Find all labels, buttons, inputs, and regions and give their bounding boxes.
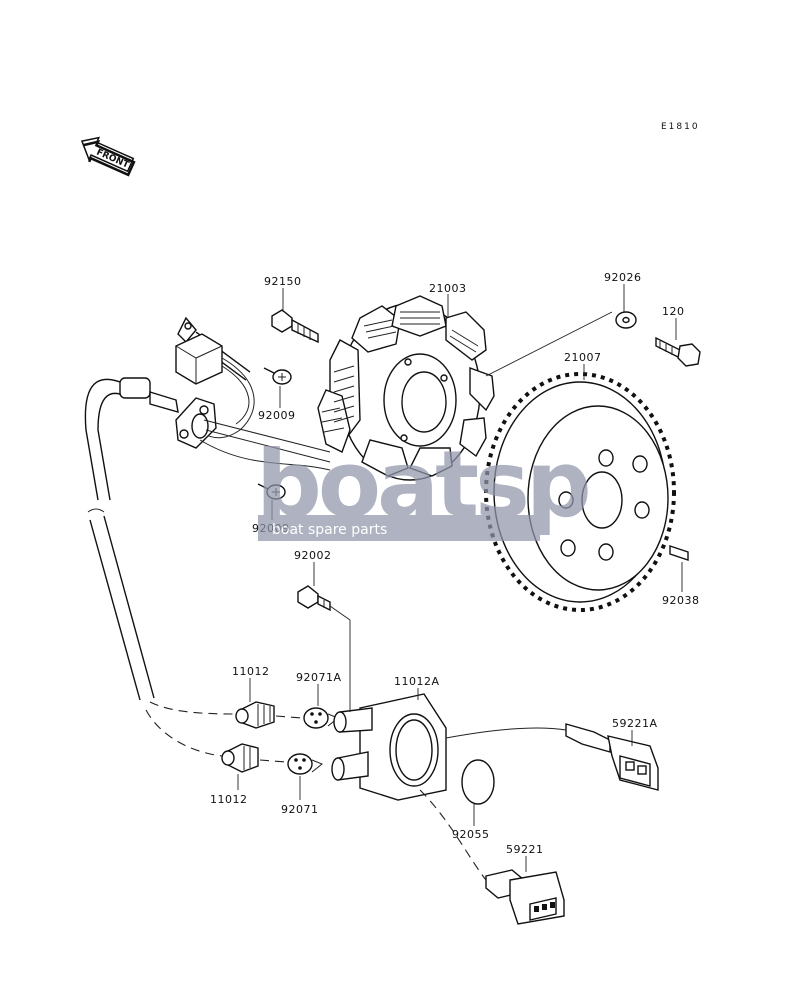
label-92038: 92038 — [662, 594, 700, 607]
label-11012-lower: 11012 — [210, 793, 248, 806]
label-11012A: 11012A — [394, 675, 440, 688]
label-59221A: 59221A — [612, 717, 658, 730]
connector-59221A — [565, 723, 659, 791]
holder-11012A — [331, 693, 447, 801]
flywheel-21007 — [484, 372, 676, 612]
leader-lines — [237, 284, 683, 872]
cap-11012-upper — [235, 701, 275, 729]
label-59221: 59221 — [506, 843, 544, 856]
screw-92009-lower — [257, 483, 286, 500]
harness-path-upper — [149, 701, 237, 715]
label-21003: 21003 — [429, 282, 467, 295]
connector-59221 — [485, 869, 565, 925]
plug-92071 — [287, 753, 323, 775]
pickup-coil — [175, 316, 255, 439]
washer-92026 — [615, 311, 637, 329]
screw-92009-upper — [263, 367, 292, 385]
bolt-92150 — [271, 309, 319, 344]
label-92055: 92055 — [452, 828, 490, 841]
label-120: 120 — [662, 305, 685, 318]
label-92150: 92150 — [264, 275, 302, 288]
watermark-tagline: boat spare parts — [272, 522, 387, 538]
label-92071A: 92071A — [296, 671, 342, 684]
watermark: boatsp boat spare parts — [256, 431, 592, 541]
stator-21003 — [317, 295, 495, 481]
harness-path-lower — [145, 709, 223, 757]
harness-path-cap-plug-upper — [275, 715, 303, 719]
label-11012-upper: 11012 — [232, 665, 270, 678]
key-92038 — [669, 545, 689, 561]
label-21007: 21007 — [564, 351, 602, 364]
harness-path-cap-plug-lower — [259, 759, 287, 763]
label-92009-upper: 92009 — [258, 409, 296, 422]
label-92026: 92026 — [604, 271, 642, 284]
harness-path-59221 — [419, 789, 487, 881]
diagram-code: E1810 — [661, 122, 700, 132]
plug-92071A — [303, 707, 339, 729]
cap-11012-lower — [221, 743, 259, 773]
label-92071: 92071 — [281, 803, 319, 816]
label-92002: 92002 — [294, 549, 332, 562]
front-arrow-icon: FRONT — [80, 136, 136, 177]
bolt-92002 — [297, 585, 331, 612]
bolt-120 — [655, 336, 701, 367]
harness-path-59221A — [445, 727, 567, 739]
harness-cable — [84, 377, 179, 701]
harness-grommet-plate — [175, 397, 331, 471]
watermark-brand: boatsp — [256, 431, 588, 538]
o-ring-92055 — [461, 759, 495, 805]
